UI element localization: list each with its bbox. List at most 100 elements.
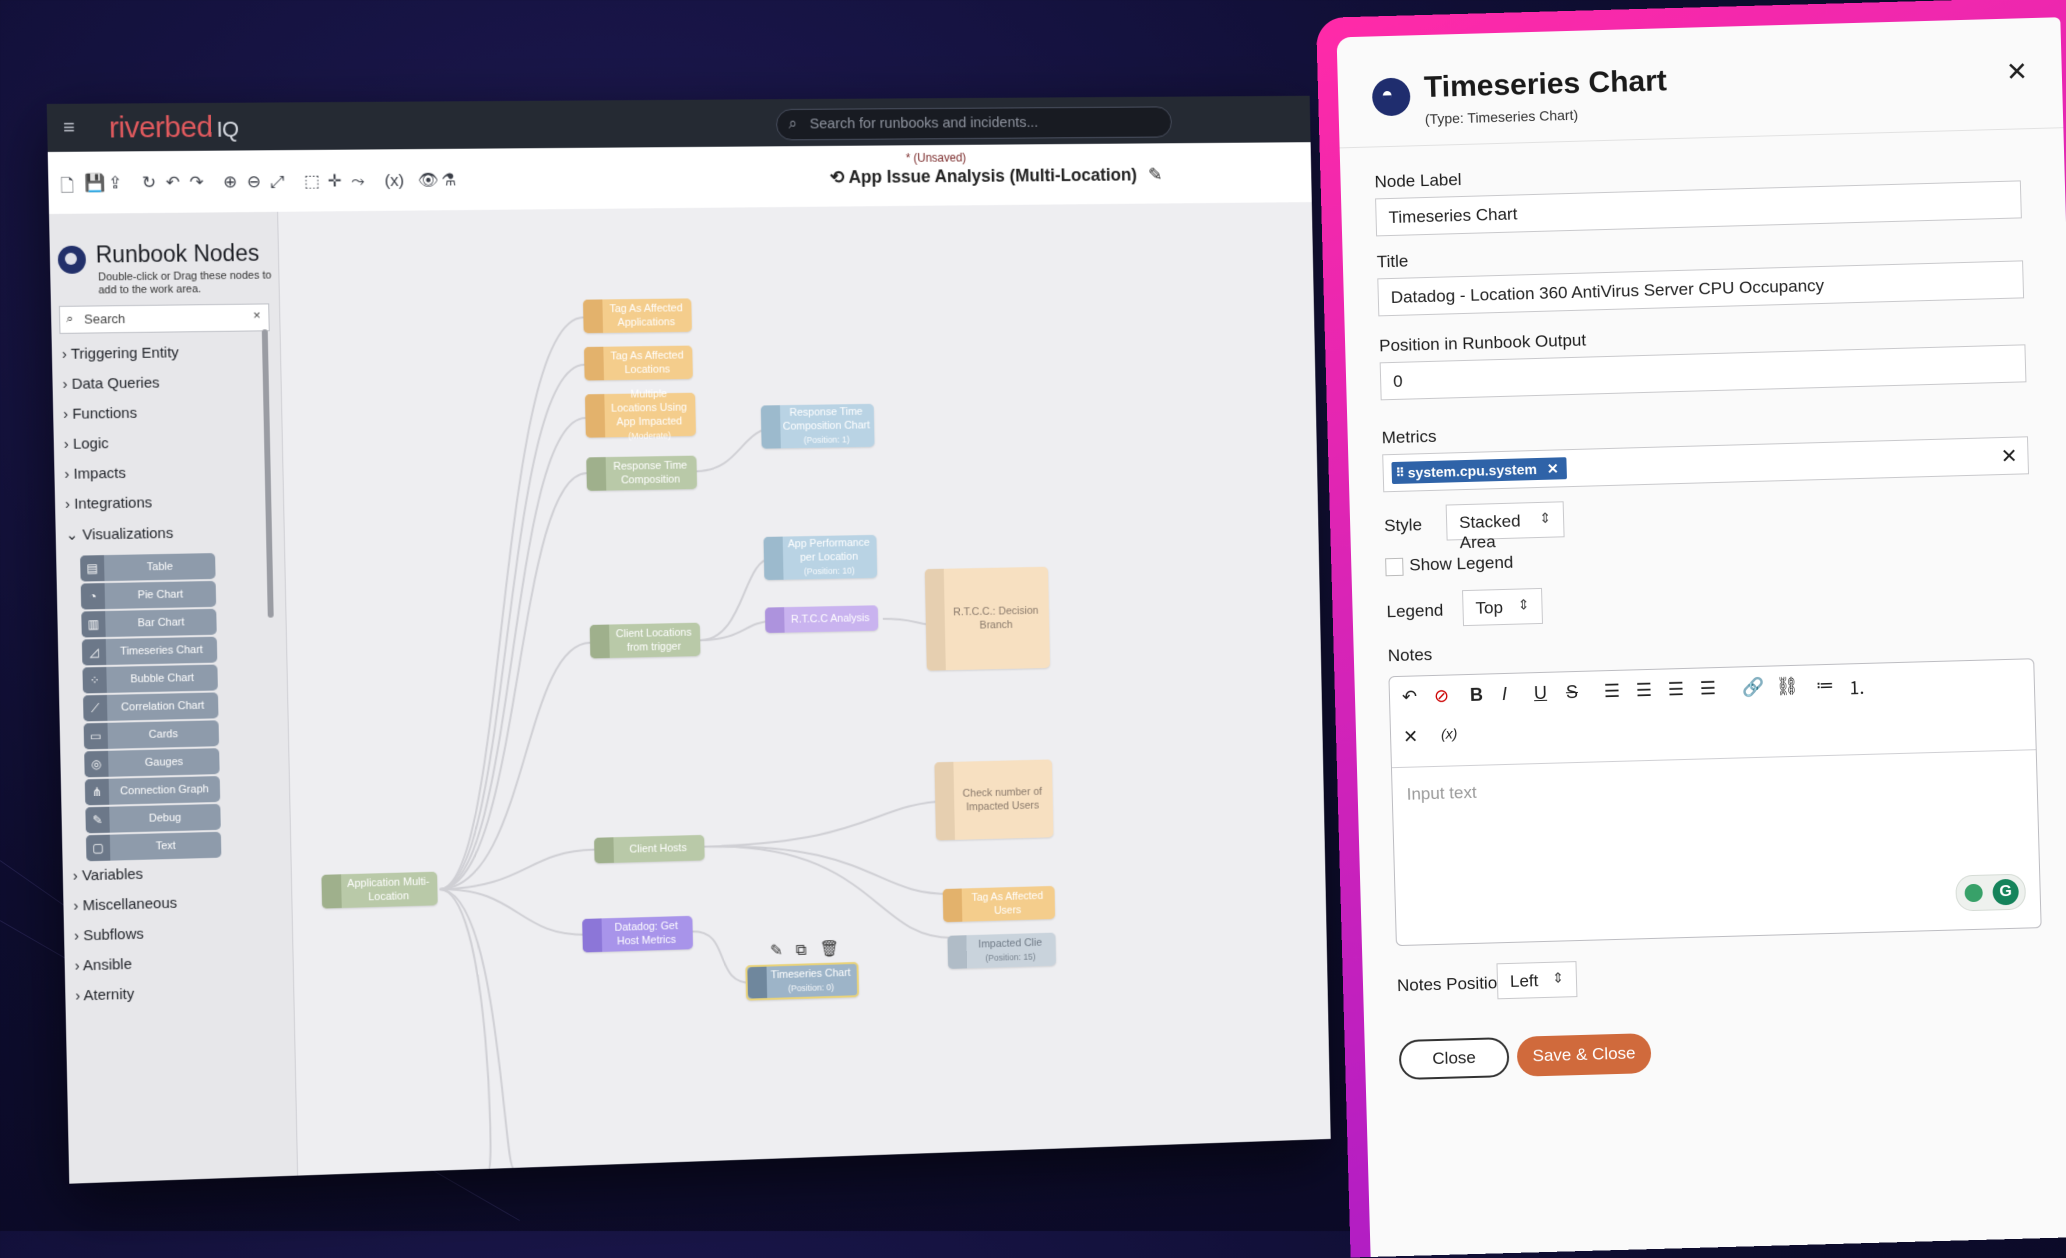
notes-placeholder: Input text xyxy=(1406,782,1477,804)
zoom-in-icon[interactable]: ⊕ xyxy=(222,172,238,192)
node-tag-affected-locations[interactable]: Tag As Affected Locations xyxy=(583,345,693,381)
strikethrough-icon[interactable]: S xyxy=(1565,681,1579,703)
viz-timeseries-chart[interactable]: ◿Timeseries Chart xyxy=(81,636,218,666)
viz-bar-chart[interactable]: ▥Bar Chart xyxy=(81,608,217,638)
node-search-input[interactable]: ⌕ Search × xyxy=(58,303,270,334)
notes-editor[interactable]: ↶ ⊘ B I U S ☰ ☰ ☰ ☰ 🔗 ⛓ ≔ ⒈ ✕ (x) Input … xyxy=(1388,658,2042,947)
bullet-list-icon[interactable]: ≔ xyxy=(1815,674,1835,696)
category-miscellaneous[interactable]: › Miscellaneous xyxy=(73,894,178,915)
drag-handle-icon[interactable]: ⠿ xyxy=(1395,465,1405,480)
viz-connection-graph[interactable]: ⋔Connection Graph xyxy=(84,776,221,806)
category-aternity[interactable]: › Aternity xyxy=(75,985,135,1005)
clear-format-icon[interactable]: ✕ xyxy=(1402,726,1419,747)
duplicate-node-icon[interactable]: ⧉ xyxy=(795,941,807,959)
save-icon[interactable]: 💾 xyxy=(84,173,106,193)
variables-icon[interactable]: (x) xyxy=(384,171,405,191)
database-icon xyxy=(586,457,607,491)
viz-cards[interactable]: ▭Cards xyxy=(83,720,220,750)
justify-icon[interactable]: ☰ xyxy=(1699,678,1717,699)
preview-icon[interactable]: 👁 xyxy=(417,170,440,190)
save-and-close-button[interactable]: Save & Close xyxy=(1516,1033,1652,1077)
node-tag-affected-applications[interactable]: Tag As Affected Applications xyxy=(582,298,692,334)
viz-debug[interactable]: ✎Debug xyxy=(85,803,221,834)
unlink-icon[interactable]: ⛓ xyxy=(1775,675,1799,697)
edit-node-icon[interactable]: ✎ xyxy=(769,942,784,960)
node-response-time-composition-chart[interactable]: Response Time Composition Chart(Position… xyxy=(760,403,875,449)
redo-icon[interactable]: ↷ xyxy=(189,172,204,192)
redo-disabled-icon[interactable]: ⊘ xyxy=(1433,685,1450,706)
node-response-time-composition[interactable]: Response Time Composition xyxy=(586,455,698,491)
node-app-performance-per-location[interactable]: App Performance per Location(Position: 1… xyxy=(763,534,878,581)
undo-icon[interactable]: ↶ xyxy=(1401,686,1418,707)
grammarly-widget[interactable]: G xyxy=(1955,873,2027,912)
viz-pie-chart[interactable]: ◔Pie Chart xyxy=(80,580,217,610)
node-check-impacted-users[interactable]: Check number of Impacted Users xyxy=(934,759,1054,841)
viz-correlation-chart[interactable]: ⟋Correlation Chart xyxy=(83,692,219,722)
edit-title-icon[interactable]: ✎ xyxy=(1148,164,1163,185)
italic-icon[interactable]: I xyxy=(1501,683,1508,705)
clear-metrics-icon[interactable]: ✕ xyxy=(2000,445,2018,469)
close-button[interactable]: Close xyxy=(1398,1037,1510,1081)
category-ansible[interactable]: › Ansible xyxy=(74,955,133,975)
bold-icon[interactable]: B xyxy=(1469,684,1484,705)
category-data-queries[interactable]: › Data Queries xyxy=(62,374,160,393)
insert-variable-icon[interactable]: (x) xyxy=(1440,725,1458,742)
category-logic[interactable]: › Logic xyxy=(63,435,109,453)
node-rtcc-analysis[interactable]: R.T.C.C Analysis xyxy=(764,605,879,634)
auto-layout-icon[interactable]: ✛ xyxy=(327,171,342,191)
metric-chip[interactable]: ⠿system.cpu.system✕ xyxy=(1391,457,1567,485)
viz-gauges[interactable]: ◎Gauges xyxy=(84,748,220,778)
reload-icon[interactable]: ↻ xyxy=(141,173,157,193)
align-center-icon[interactable]: ☰ xyxy=(1635,679,1653,701)
category-visualizations[interactable]: ⌄ Visualizations xyxy=(65,524,174,544)
numbered-list-icon[interactable]: ⒈ xyxy=(1847,677,1867,699)
node-application-multi-location[interactable]: Application Multi-Location xyxy=(321,871,438,909)
category-variables[interactable]: › Variables xyxy=(72,865,144,885)
align-right-icon[interactable]: ☰ xyxy=(1667,678,1685,700)
notes-position-select[interactable]: Left⇕ xyxy=(1496,961,1578,1000)
remove-metric-icon[interactable]: ✕ xyxy=(1546,460,1559,477)
close-icon[interactable]: ✕ xyxy=(2005,56,2029,87)
undo-icon[interactable]: ↶ xyxy=(165,172,181,192)
select-area-icon[interactable]: ⬚ xyxy=(303,171,321,191)
viz-text[interactable]: ▢Text xyxy=(85,831,222,862)
legend-select[interactable]: Top⇕ xyxy=(1462,587,1544,627)
node-client-locations-from-trigger[interactable]: Client Locations from trigger xyxy=(589,622,701,659)
link-icon[interactable]: 🔗 xyxy=(1741,676,1765,698)
style-select[interactable]: Stacked Area⇕ xyxy=(1445,501,1565,552)
node-multiple-locations-impacted[interactable]: Multiple Locations Using App Impacted(Mo… xyxy=(584,388,696,441)
node-impacted-clients[interactable]: Impacted Clie(Position: 15) xyxy=(947,932,1057,969)
new-file-icon[interactable]: 🗋 xyxy=(60,176,75,196)
zoom-out-icon[interactable]: ⊖ xyxy=(246,172,262,192)
category-integrations[interactable]: › Integrations xyxy=(64,494,153,513)
viz-table[interactable]: ▤Table xyxy=(80,553,216,582)
global-search-input[interactable]: ⌕ Search for runbooks and incidents... xyxy=(775,106,1173,141)
sidebar-scrollbar[interactable] xyxy=(261,329,274,618)
node-tag-affected-users[interactable]: Tag As Affected Users xyxy=(942,885,1056,923)
category-triggering-entity[interactable]: › Triggering Entity xyxy=(61,344,179,363)
connect-icon[interactable]: ⤳ xyxy=(351,171,365,191)
node-rtcc-decision-branch[interactable]: R.T.C.C.: Decision Branch xyxy=(924,566,1051,671)
test-icon[interactable]: ⚗ xyxy=(441,170,457,190)
title-field[interactable]: Datadog - Location 360 AntiVirus Server … xyxy=(1377,260,2025,317)
category-impacts[interactable]: › Impacts xyxy=(64,464,127,483)
viz-bubble-chart[interactable]: ⁘Bubble Chart xyxy=(82,664,218,694)
fit-screen-icon[interactable]: ⤢ xyxy=(270,172,285,192)
node-client-hosts[interactable]: Client Hosts xyxy=(594,834,705,864)
metrics-field[interactable]: ⠿system.cpu.system✕ ✕ xyxy=(1382,436,2030,493)
clear-search-icon[interactable]: × xyxy=(252,307,261,323)
delete-node-icon[interactable]: 🗑 xyxy=(819,940,840,959)
align-left-icon[interactable]: ☰ xyxy=(1603,680,1621,702)
position-label: Position in Runbook Output xyxy=(1378,330,1587,356)
runbook-canvas[interactable]: Tag As Affected Applications Tag As Affe… xyxy=(278,202,1331,1176)
node-label-field[interactable]: Timeseries Chart xyxy=(1375,180,2022,237)
underline-icon[interactable]: U xyxy=(1533,682,1548,704)
table-icon xyxy=(763,536,784,581)
export-icon[interactable]: ⇪ xyxy=(107,173,123,193)
category-subflows[interactable]: › Subflows xyxy=(73,925,144,945)
node-datadog-get-host-metrics[interactable]: Datadog: Get Host Metrics xyxy=(582,915,694,953)
category-functions[interactable]: › Functions xyxy=(63,404,138,423)
node-timeseries-chart-selected[interactable]: Timeseries Chart(Position: 0) xyxy=(745,961,860,1001)
hamburger-menu-icon[interactable]: ≡ xyxy=(62,116,76,139)
show-legend-checkbox[interactable] xyxy=(1385,557,1404,577)
